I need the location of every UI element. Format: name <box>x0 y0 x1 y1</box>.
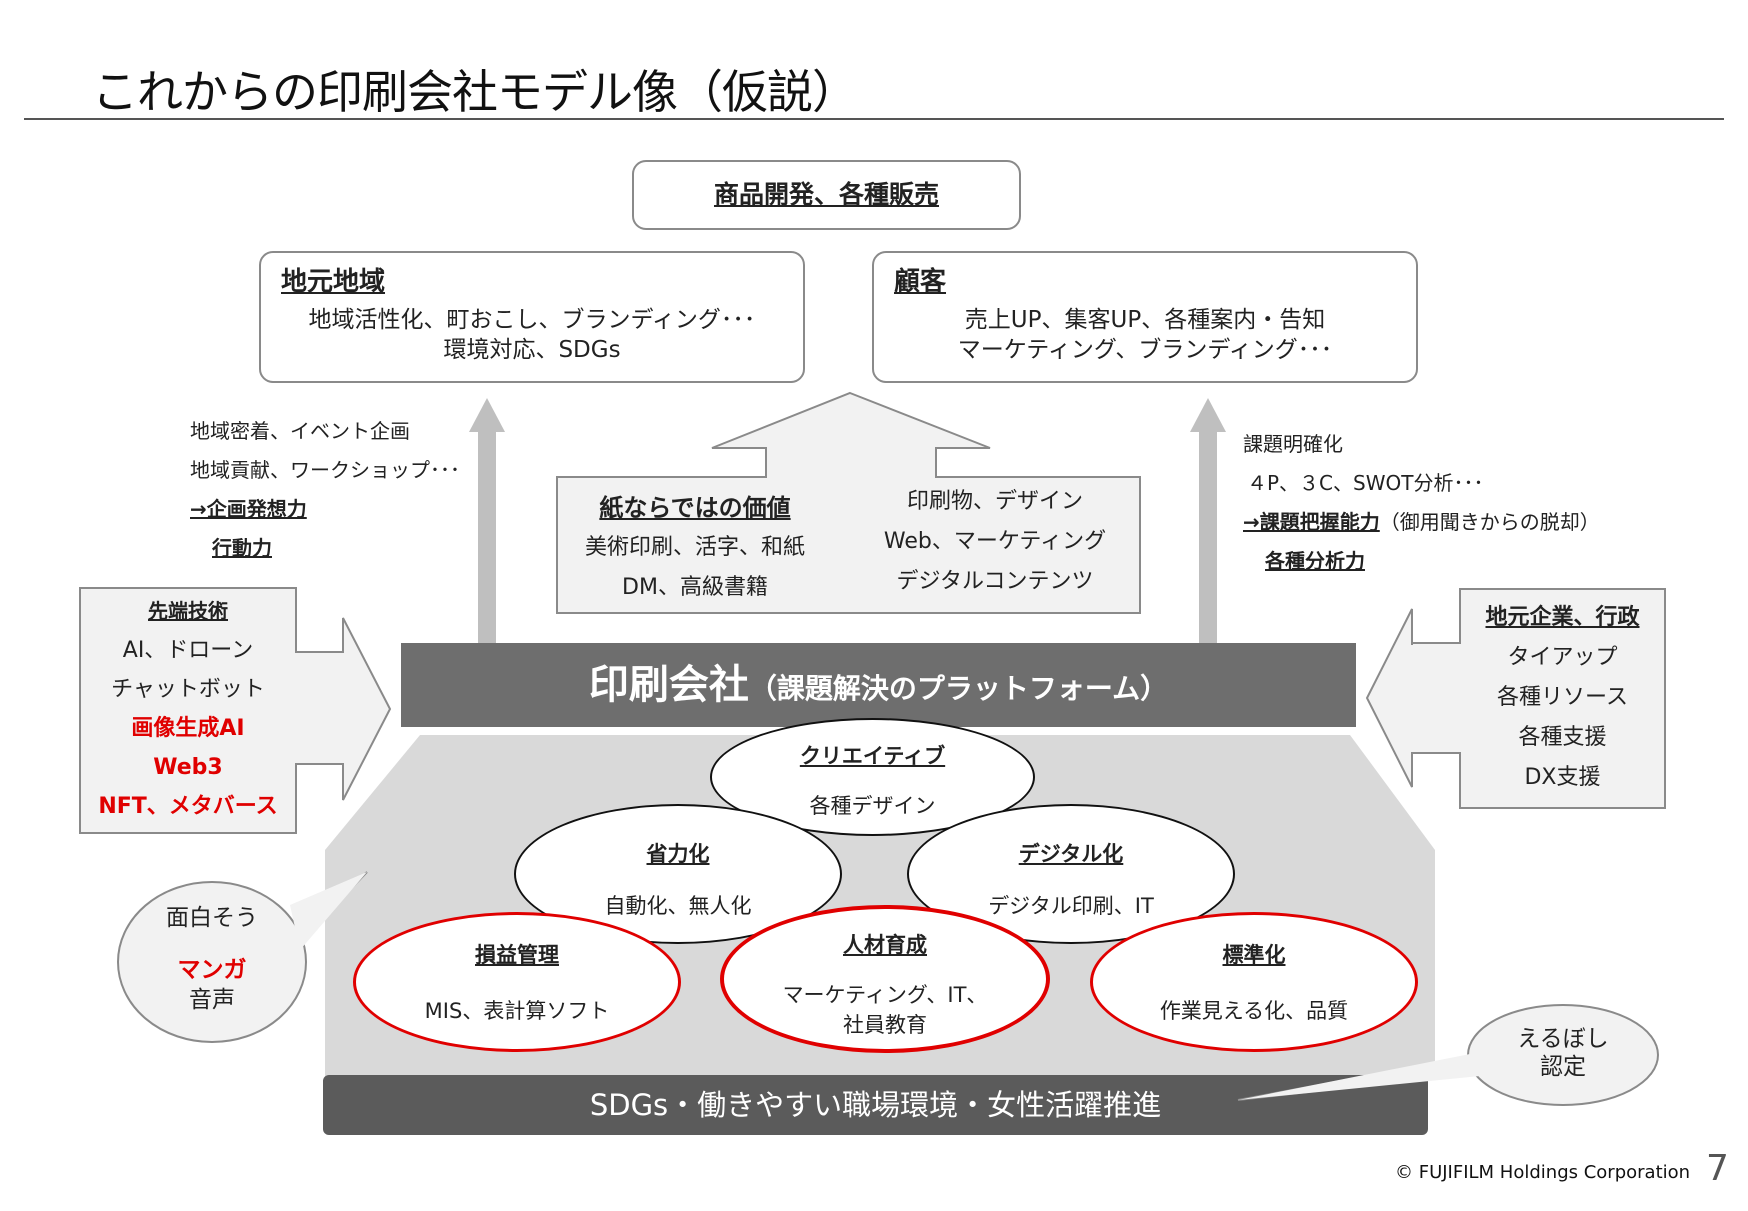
ellipse-standard-text: 作業見える化、品質 <box>1159 999 1349 1023</box>
foundation-text: SDGs・働きやすい職場環境・女性活躍推進 <box>589 1088 1162 1122</box>
left-bubble-line-2: 音声 <box>189 987 235 1013</box>
tech-line-2: チャットボット <box>111 677 265 702</box>
paper-value-right-1: 印刷物、デザイン <box>906 489 1083 514</box>
ellipse-hr-text-2: 社員教育 <box>843 1013 927 1037</box>
local-lines: 地域活性化、町おこし、ブランディング･･･ 環境対応、SDGs <box>261 305 803 365</box>
partners-line-4: DX支援 <box>1524 765 1601 790</box>
ellipse-profit-title: 損益管理 <box>475 943 559 967</box>
product-sales-label: 商品開発、各種販売 <box>713 180 939 209</box>
customer-lines: 売上UP、集客UP、各種案内・告知 マーケティング、ブランディング･･･ <box>874 305 1416 365</box>
partners-line-2: 各種リソース <box>1497 685 1628 710</box>
customer-box: 顧客 売上UP、集客UP、各種案内・告知 マーケティング、ブランディング･･･ <box>872 251 1418 383</box>
paper-value-right-3: デジタルコンテンツ <box>896 569 1094 594</box>
left-bubble-line-1: 面白そう <box>166 905 258 931</box>
left-notes: 地域密着、イベント企画 地域貢献、ワークショップ･･･ →企画発想力 行動力 <box>190 412 460 568</box>
right-note-2: ４P、３C、SWOT分析･･･ <box>1247 471 1484 495</box>
right-bubble-line-2: 認定 <box>1540 1054 1586 1080</box>
right-bubble-line-1: えるぼし <box>1517 1026 1609 1052</box>
ellipse-profit-text: MIS、表計算ソフト <box>424 999 610 1023</box>
partners-heading: 地元企業、行政 <box>1485 605 1640 630</box>
paper-value-left-2: DM、高級書籍 <box>622 575 768 600</box>
product-sales-box: 商品開発、各種販売 <box>632 160 1021 230</box>
copyright: © FUJIFILM Holdings Corporation <box>1395 1162 1691 1183</box>
right-note-skill-1-suffix: （御用聞きからの脱却） <box>1379 510 1600 534</box>
right-note-skill-row: →課題把握能力（御用聞きからの脱却） <box>1243 503 1600 542</box>
ellipse-labor-text: 自動化、無人化 <box>604 894 752 918</box>
center-up-arrow <box>556 391 1141 614</box>
ellipse-hr-title: 人材育成 <box>843 933 927 957</box>
foundation-bar-bg <box>323 1075 1428 1135</box>
tech-red-2: Web3 <box>153 755 223 780</box>
ellipse-digital-text: デジタル印刷、IT <box>988 894 1154 918</box>
partners-arrow <box>1365 588 1666 809</box>
ellipse-creative-title: クリエイティブ <box>799 744 946 768</box>
local-line-2: 環境対応、SDGs <box>443 337 621 363</box>
paper-value-left: 紙ならではの価値 美術印刷、活字、和紙 DM、高級書籍 <box>570 488 820 608</box>
local-region-box: 地元地域 地域活性化、町おこし、ブランディング･･･ 環境対応、SDGs <box>259 251 805 383</box>
paper-value-heading: 紙ならではの価値 <box>599 494 791 522</box>
foundation-bar: SDGs・働きやすい職場環境・女性活躍推進 <box>323 1075 1428 1135</box>
platform-banner: 印刷会社（課題解決のプラットフォーム） <box>401 643 1356 727</box>
right-note-skill-2: 各種分析力 <box>1265 549 1365 573</box>
left-bubble-red: マンガ <box>177 957 247 983</box>
ellipse-hr-development: 人材育成 マーケティング、IT、 社員教育 <box>720 905 1050 1053</box>
left-up-arrow-shaft <box>478 430 496 645</box>
tech-red-3: NFT、メタバース <box>98 794 278 819</box>
platform-banner-main: 印刷会社 <box>588 662 749 708</box>
platform-banner-sub: （課題解決のプラットフォーム） <box>748 672 1169 705</box>
right-up-arrow-shaft <box>1199 430 1217 645</box>
tech-red-1: 画像生成AI <box>131 716 245 741</box>
tech-line-1: AI、ドローン <box>122 638 254 663</box>
customer-heading: 顧客 <box>894 267 947 297</box>
ellipse-standardization: 標準化 作業見える化、品質 <box>1090 912 1418 1052</box>
right-note-skill-1: →課題把握能力 <box>1243 510 1380 534</box>
paper-value-left-1: 美術印刷、活字、和紙 <box>584 535 805 560</box>
right-notes: 課題明確化 ４P、３C、SWOT分析･･･ →課題把握能力（御用聞きからの脱却）… <box>1243 425 1600 581</box>
left-note-skill-2: 行動力 <box>212 536 272 560</box>
left-note-1: 地域密着、イベント企画 <box>190 419 410 443</box>
ellipse-labor-title: 省力化 <box>646 842 710 866</box>
partners-line-1: タイアップ <box>1507 645 1618 670</box>
partners-panel: 地元企業、行政 タイアップ 各種リソース 各種支援 DX支援 <box>1460 598 1665 798</box>
customer-line-2: マーケティング、ブランディング･･･ <box>957 337 1333 363</box>
tech-arrow <box>79 587 392 834</box>
tech-heading: 先端技術 <box>148 599 228 623</box>
left-note-skill-1: →企画発想力 <box>190 497 307 521</box>
page-number: 7 <box>1706 1148 1729 1189</box>
paper-value-right: 印刷物、デザイン Web、マーケティング デジタルコンテンツ <box>870 482 1120 602</box>
right-bubble-text: えるぼし 認定 <box>1480 1025 1646 1081</box>
ellipse-profit-management: 損益管理 MIS、表計算ソフト <box>353 912 681 1052</box>
ellipse-digital-title: デジタル化 <box>1018 842 1124 866</box>
ellipse-standard-title: 標準化 <box>1222 943 1286 967</box>
title-divider <box>24 118 1724 120</box>
right-up-arrow-head <box>1190 398 1226 432</box>
platform-banner-bg <box>401 643 1356 727</box>
left-speech-bubble <box>117 881 307 1043</box>
local-line-1: 地域活性化、町おこし、ブランディング･･･ <box>308 307 756 333</box>
right-note-1: 課題明確化 <box>1243 432 1343 456</box>
left-bubble-text: 面白そう マンガ 音声 <box>130 903 294 1015</box>
paper-value-right-2: Web、マーケティング <box>883 529 1107 554</box>
partners-line-3: 各種支援 <box>1518 725 1607 750</box>
ellipse-hr-text-1: マーケティング、IT、 <box>782 983 988 1007</box>
left-note-2: 地域貢献、ワークショップ･･･ <box>190 458 460 482</box>
tech-panel: 先端技術 AI、ドローン チャットボット 画像生成AI Web3 NFT、メタバ… <box>80 592 296 826</box>
left-up-arrow-head <box>469 398 505 432</box>
page-title: これからの印刷会社モデル像（仮説） <box>92 65 858 119</box>
customer-line-1: 売上UP、集客UP、各種案内・告知 <box>964 307 1326 333</box>
local-heading: 地元地域 <box>281 267 386 297</box>
ellipse-creative-text: 各種デザイン <box>809 794 936 818</box>
